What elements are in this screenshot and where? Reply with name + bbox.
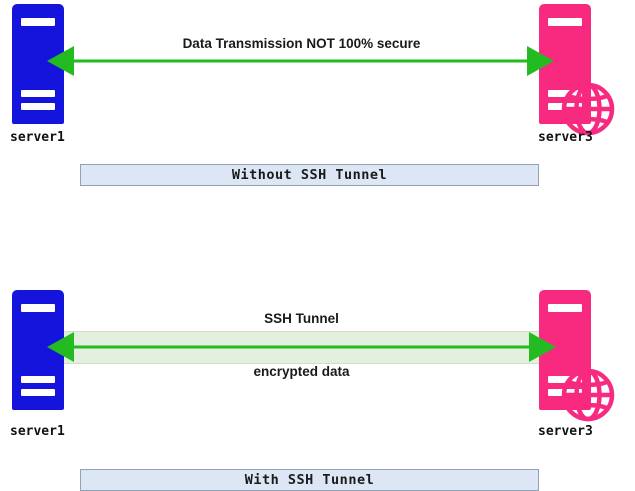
- server-slot: [548, 90, 582, 97]
- globe-icon: [559, 80, 617, 138]
- caption-box-with-ssh-tunnel: With SSH Tunnel: [80, 469, 539, 491]
- double-headed-arrow-icon-bottom: [47, 332, 556, 362]
- server-slot: [548, 18, 582, 26]
- connection-label-insecure: Data Transmission NOT 100% secure: [182, 36, 421, 51]
- server-slot: [21, 90, 55, 97]
- server1-label-bottom: server1: [10, 424, 65, 439]
- server1-icon-top: [12, 4, 64, 124]
- globe-icon: [559, 366, 617, 424]
- server-slot: [21, 18, 55, 26]
- server-slot: [548, 376, 582, 383]
- server-slot: [21, 376, 55, 383]
- double-headed-arrow-icon-top: [47, 46, 554, 76]
- ssh-tunnel-label: SSH Tunnel: [264, 311, 339, 326]
- server1-label-top: server1: [10, 130, 65, 145]
- server-slot: [548, 304, 582, 312]
- server3-label-bottom: server3: [538, 424, 593, 439]
- caption-text-with-ssh-tunnel: With SSH Tunnel: [244, 472, 375, 488]
- server3-icon-bottom: [539, 290, 615, 422]
- caption-box-without-ssh-tunnel: Without SSH Tunnel: [80, 164, 539, 186]
- server3-label-top: server3: [538, 130, 593, 145]
- server-slot: [21, 103, 55, 110]
- server1-icon-bottom: [12, 290, 64, 410]
- encrypted-data-label: encrypted data: [253, 364, 350, 379]
- server-slot: [21, 304, 55, 312]
- server-slot: [21, 389, 55, 396]
- server3-icon-top: [539, 4, 615, 136]
- caption-text-without-ssh-tunnel: Without SSH Tunnel: [231, 167, 388, 183]
